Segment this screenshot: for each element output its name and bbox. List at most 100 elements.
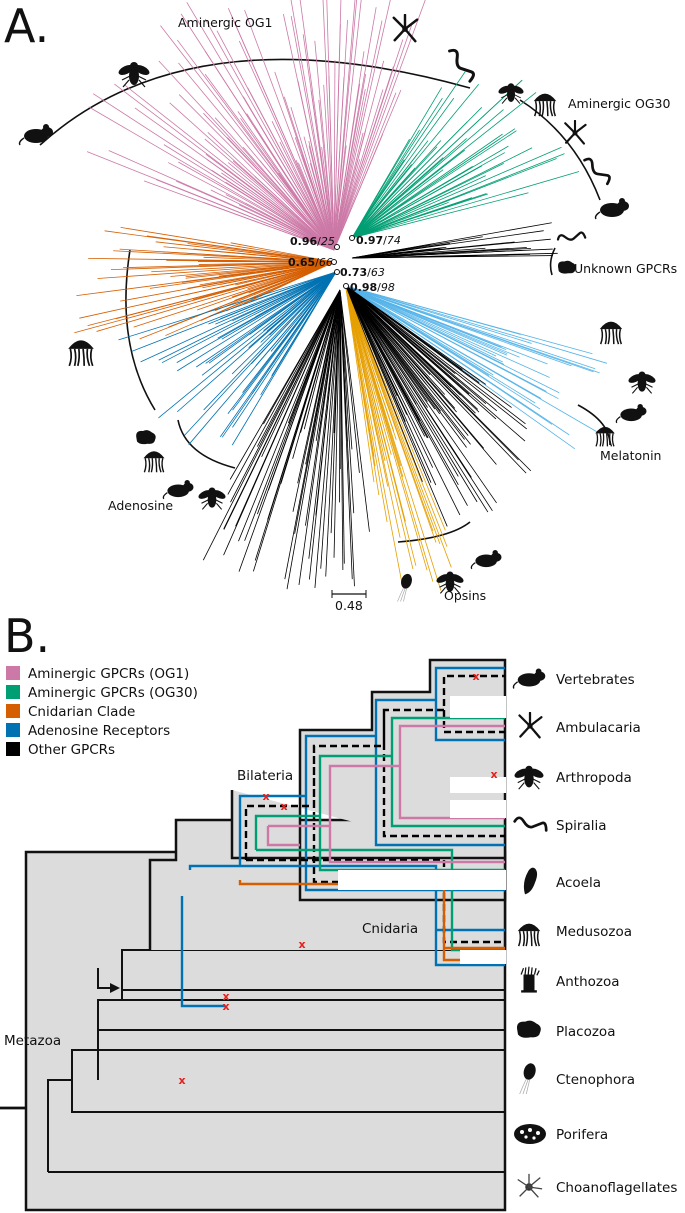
adenosine-branch: [203, 271, 337, 411]
other-branch: [297, 289, 341, 484]
opsin-branch: [345, 287, 406, 522]
ctenophore-icon: [519, 1062, 538, 1095]
starfish-icon: [392, 14, 419, 43]
mouse-icon: [594, 197, 630, 220]
melatonin-branch: [345, 285, 559, 400]
other-branch: [320, 289, 341, 569]
adenosine-branches: [118, 271, 337, 446]
adenosine-branch: [188, 271, 337, 445]
track-other: [244, 674, 505, 944]
gene-loss-marker: x: [280, 800, 287, 813]
og30-branch: [351, 169, 444, 239]
cnidarian-branch: [230, 242, 335, 263]
other-branch: [238, 289, 341, 542]
opsin-branch: [345, 287, 434, 532]
og1-branch: [216, 30, 335, 251]
other-branch: [227, 289, 341, 495]
other-branch: [345, 285, 485, 449]
taxon-arthropoda: Arthropoda: [556, 770, 632, 786]
fly-icon: [118, 61, 150, 88]
adenosine-branch: [215, 271, 337, 325]
duplication-arrow: [97, 968, 120, 993]
og1-branch: [333, 20, 383, 251]
melatonin-branch: [345, 285, 593, 355]
label-opsins: Opsins: [444, 588, 486, 603]
og1-branch: [108, 150, 335, 251]
tip-spiralia: [450, 800, 506, 818]
starfish-icon: [518, 712, 543, 739]
node-og30: [349, 235, 355, 241]
jellyfish-icon: [594, 426, 616, 448]
og1-branch: [322, 0, 335, 251]
og1-branch: [163, 144, 335, 251]
taxon-choanoflagellates: Choanoflagellates: [556, 1180, 677, 1196]
cnidarian-branch: [133, 261, 335, 328]
og1-branch: [333, 0, 358, 251]
og1-branch: [244, 9, 335, 251]
support-og1: 0.96/25: [290, 235, 335, 248]
gene-loss-marker: x: [262, 790, 269, 803]
cnidarian-branch: [104, 230, 335, 263]
placozoa-icon: [517, 1020, 541, 1038]
og1-branch: [333, 92, 397, 251]
og1-branch: [282, 14, 335, 251]
other-branch: [230, 289, 341, 503]
cnidarian-branch: [197, 261, 335, 311]
opsin-branch: [345, 287, 428, 571]
gene-loss-marker: x: [222, 990, 229, 1003]
other-branch: [345, 285, 497, 504]
og1-branch: [207, 132, 335, 251]
og30-branch: [351, 107, 483, 239]
og30-branch: [351, 97, 443, 239]
worm-icon: [555, 226, 587, 248]
starfish-icon: [564, 120, 587, 145]
og30-branch: [351, 80, 523, 239]
taxon-porifera: Porifera: [556, 1127, 608, 1143]
og1-branch: [290, 16, 335, 251]
adenosine-branch: [232, 271, 337, 322]
og1-branch: [124, 84, 335, 251]
fly-icon: [628, 370, 656, 394]
adenosine-branch: [209, 271, 337, 317]
placozoa-icon: [136, 430, 156, 445]
track-adenosine: [180, 666, 505, 1008]
other-branch: [345, 285, 478, 503]
other-branch: [339, 289, 360, 473]
og1-branch: [237, 111, 335, 251]
og1-branch: [242, 146, 335, 251]
taxon-vertebrates: Vertebrates: [556, 672, 635, 688]
og1-branch: [245, 202, 335, 251]
opsin-branch: [345, 287, 448, 547]
other-branch: [345, 285, 432, 483]
adenosine-branch: [217, 271, 337, 339]
taxon-list: Vertebrates Ambulacaria Arthropoda Spira…: [512, 667, 677, 1198]
opsin-branch: [345, 287, 397, 440]
melatonin-branch: [345, 285, 600, 374]
legend-label-og30: Aminergic GPCRs (OG30): [28, 685, 198, 701]
cnidarian-branch: [79, 261, 335, 319]
other-branch: [286, 289, 341, 590]
other-branch: [292, 289, 341, 459]
other-branch: [345, 285, 408, 415]
other-branch: [345, 285, 519, 461]
other-branch: [351, 248, 553, 259]
og1-branch: [333, 60, 385, 251]
opsin-arc: [397, 521, 471, 543]
panel-b-letter: B.: [4, 609, 50, 663]
melatonin-branch: [345, 285, 572, 367]
label-aminergic-og1: Aminergic OG1: [178, 15, 272, 30]
adenosine-branch: [118, 271, 337, 341]
support-aden: 0.73/63: [340, 266, 385, 279]
tip-arthropoda: [450, 777, 506, 793]
support-cnid: 0.65/66: [288, 256, 333, 269]
scale-bar: 0.48: [331, 590, 367, 613]
taxon-anthozoa: Anthozoa: [556, 974, 620, 990]
tip-vertebrates: [450, 696, 506, 718]
melatonin-branches: [345, 285, 608, 450]
adenosine-branch: [158, 271, 337, 361]
mouse-icon: [162, 479, 195, 500]
other-branch: [345, 285, 448, 527]
og1-branch: [309, 162, 335, 251]
anemone-icon: [520, 966, 540, 994]
